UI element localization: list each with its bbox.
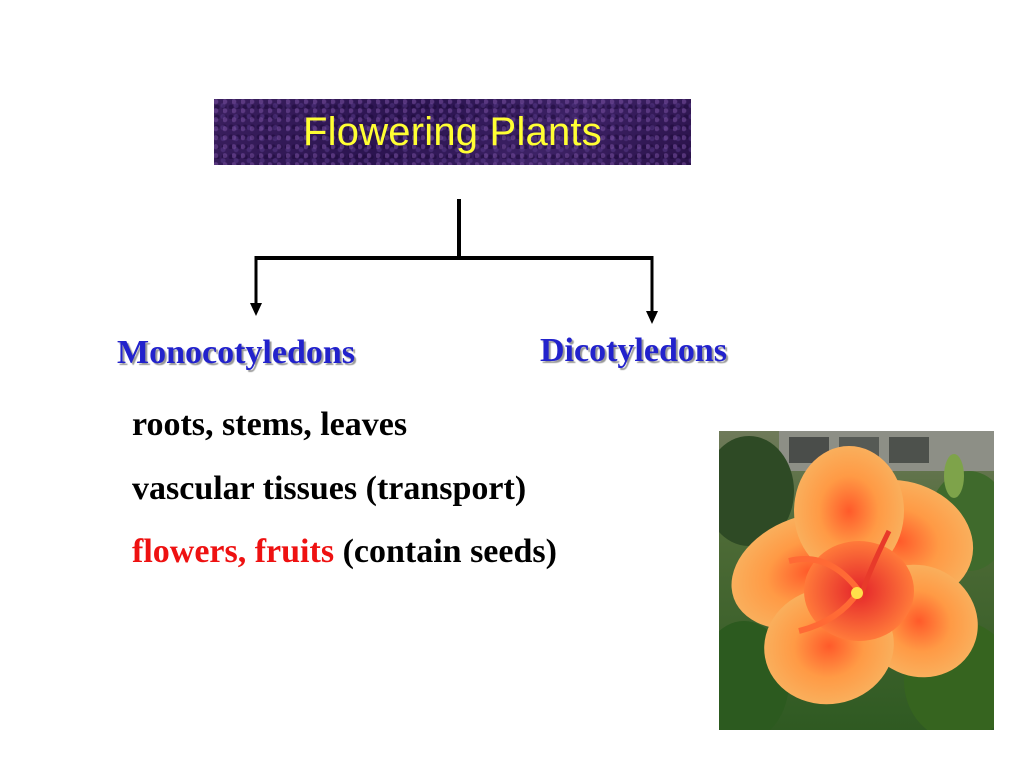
branch-dicotyledons: Dicotyledons xyxy=(540,332,727,369)
flower-petals xyxy=(731,446,978,705)
point-vascular-tissues: vascular tissues (transport) xyxy=(132,470,527,507)
point-flowers-fruits: flowers, fruits (contain seeds) xyxy=(132,533,557,571)
arrow-right-head xyxy=(646,311,658,324)
point-roots-stems-leaves: roots, stems, leaves xyxy=(132,406,408,443)
hibiscus-photo xyxy=(719,431,994,730)
highlight-flowers-fruits: flowers, fruits xyxy=(132,533,335,570)
arrow-left-head xyxy=(250,303,262,316)
branch-monocotyledons: Monocotyledons xyxy=(117,334,355,371)
slide-title: Flowering Plants xyxy=(303,109,602,154)
contain-seeds-text: (contain seeds) xyxy=(334,533,557,570)
title-banner: Flowering Plants xyxy=(214,99,691,165)
